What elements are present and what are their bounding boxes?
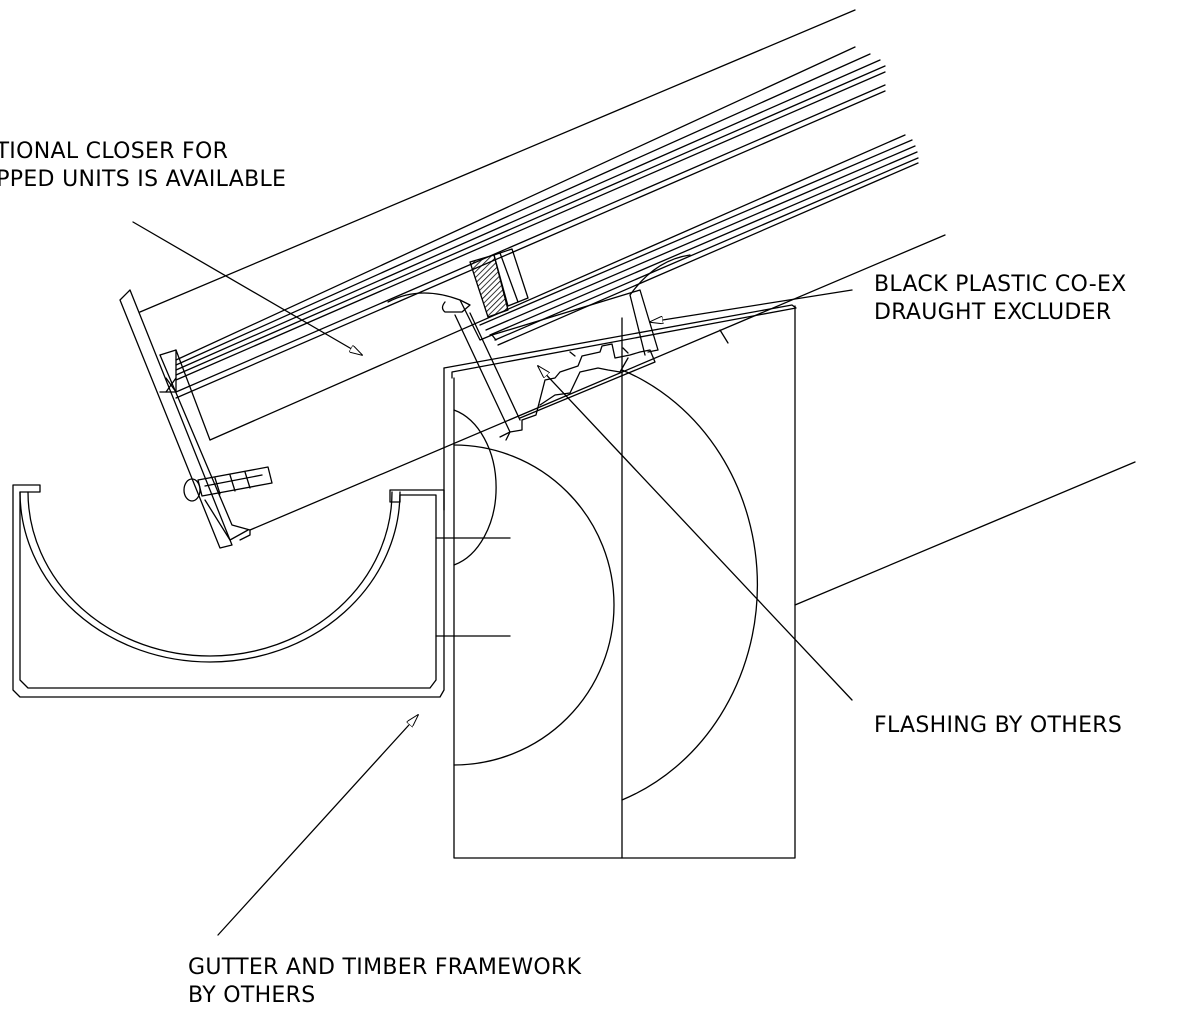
closer-note-line-2: EPPED UNITS IS AVAILABLE [0,167,287,192]
draught-excluder-line-2: DRAUGHT EXCLUDER [874,300,1112,325]
gutter-leader [217,715,418,936]
closer-leader [132,221,362,355]
roof-panel [139,9,946,531]
gutter-line-2: BY OTHERS [188,983,316,1008]
end-closer-profile [119,289,251,549]
leader-lines [132,221,853,936]
flashing [443,304,797,379]
timber-framework [435,305,1136,859]
fixing-screw [183,466,273,502]
flashing-label: FLASHING BY OTHERS [874,712,1122,740]
flashing-leader [538,366,853,701]
draught-leader [650,289,853,322]
gutter [12,484,445,698]
draught-excluder-insert [469,248,529,318]
gutter-label: GUTTER AND TIMBER FRAMEWORK BY OTHERS [188,954,581,1010]
draught-excluder-line-1: BLACK PLASTIC CO-EX [874,272,1127,297]
gutter-line-1: GUTTER AND TIMBER FRAMEWORK [188,955,582,980]
draught-excluder-label: BLACK PLASTIC CO-EX DRAUGHT EXCLUDER [874,271,1127,327]
flashing-line-1: FLASHING BY OTHERS [874,713,1123,738]
glazing-bar-profile [387,254,691,441]
closer-note-line-1: PTIONAL CLOSER FOR [0,139,229,164]
closer-note-label: PTIONAL CLOSER FOR EPPED UNITS IS AVAILA… [0,138,286,194]
